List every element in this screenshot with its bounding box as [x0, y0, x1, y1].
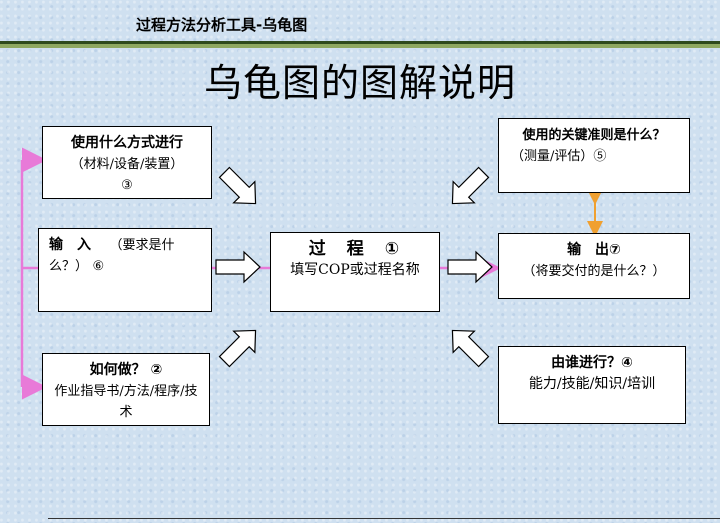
arrow-input-to-process — [215, 250, 261, 284]
output-sub: （将要交付的是什么？） — [522, 264, 666, 279]
criteria-title: 使用的关键准则是什么？ — [522, 128, 666, 143]
method-box: 使用什么方式进行 （材料/设备/装置） ③ — [42, 126, 212, 199]
output-box: 输 出⑦ （将要交付的是什么？） — [498, 233, 690, 299]
how-title: 如何做？ ② — [89, 362, 163, 378]
process-sub: 填写COP或过程名称 — [290, 262, 420, 278]
who-title: 由谁进行？④ — [551, 355, 633, 371]
process-box: 过 程 ① 填写COP或过程名称 — [270, 232, 440, 312]
input-title: 输 入 — [49, 237, 91, 253]
input-box: 输 入 （要求是什么？） ⑥ — [38, 228, 212, 312]
method-sub: （材料/设备/装置） — [70, 157, 184, 172]
input-num: ⑥ — [92, 259, 105, 274]
arrow-who-to-process — [451, 329, 490, 368]
output-title: 输 出⑦ — [567, 242, 621, 258]
process-title: 过 程 ① — [308, 239, 402, 259]
how-box: 如何做？ ② 作业指导书/方法/程序/技术 — [42, 353, 210, 426]
method-title: 使用什么方式进行 — [71, 135, 183, 151]
arrow-method-to-process — [218, 166, 257, 205]
arrow-criteria-to-process — [451, 166, 490, 205]
how-sub: 作业指导书/方法/程序/技术 — [54, 384, 198, 420]
who-box: 由谁进行？④ 能力/技能/知识/培训 — [498, 346, 686, 424]
arrow-how-to-process — [218, 329, 257, 368]
input-sub: （要求是什么？） — [49, 238, 175, 274]
method-num: ③ — [121, 178, 133, 193]
page-title: 乌龟图的图解说明 — [203, 61, 516, 105]
who-sub: 能力/技能/知识/培训 — [528, 376, 656, 392]
header-rule-accent — [0, 44, 720, 48]
arrow-process-to-output — [447, 250, 493, 284]
header-title: 过程方法分析工具-乌龟图 — [136, 16, 308, 34]
header-rule — [0, 41, 720, 44]
criteria-sub: （测量/评估）⑤ — [511, 149, 607, 164]
criteria-box: 使用的关键准则是什么？ （测量/评估）⑤ — [498, 118, 690, 193]
footer-rule — [48, 518, 720, 519]
